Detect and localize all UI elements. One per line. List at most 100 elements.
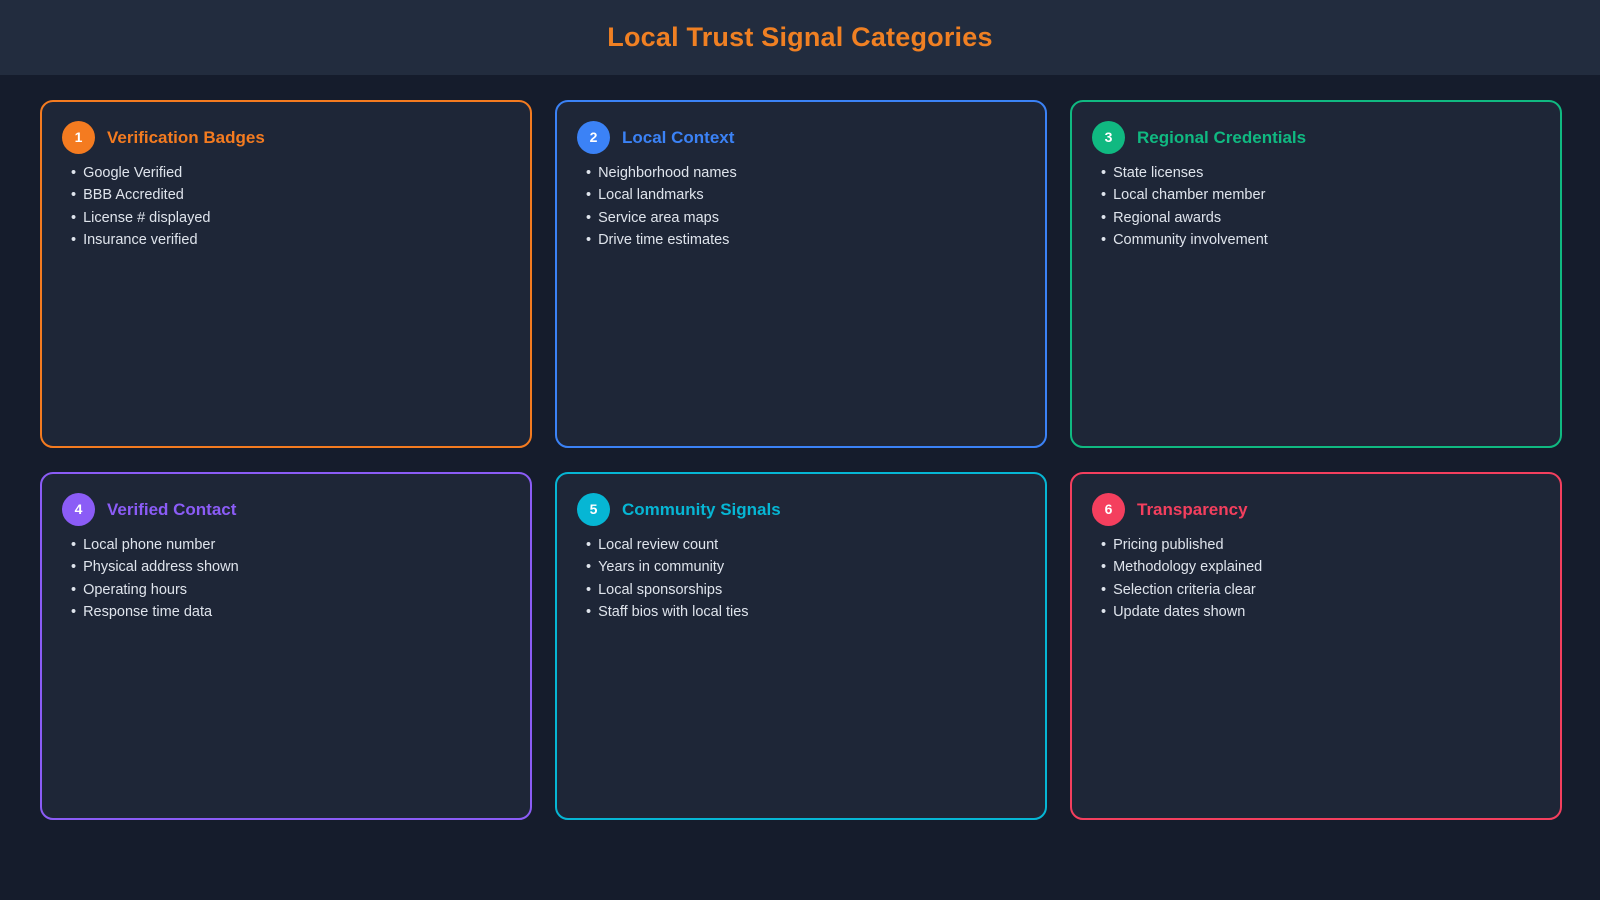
list-item-label: Service area maps bbox=[598, 209, 719, 226]
trust-category-card[interactable]: 2 Local Context • Neighborhood names • Loc… bbox=[555, 100, 1047, 448]
list-item-label: Operating hours bbox=[83, 581, 188, 598]
trust-category-card[interactable]: 5 Community Signals •Local review count … bbox=[555, 472, 1047, 820]
card-header: 5 Community Signals bbox=[577, 492, 1025, 526]
list-item-label: Methodology explained bbox=[1113, 559, 1263, 576]
card-bullet-list: •State licenses •Local chamber member •R… bbox=[1092, 162, 1540, 252]
bullet-dot-icon: • bbox=[1101, 581, 1107, 598]
bullet-dot-icon: • bbox=[1101, 187, 1107, 204]
bullet-dot-icon: • bbox=[1101, 604, 1107, 621]
trust-category-card[interactable]: 6 Transparency • Pricing published • Metho… bbox=[1070, 472, 1562, 820]
card-header: 2 Local Context bbox=[577, 120, 1025, 154]
list-item-label: Local chamber member bbox=[1113, 187, 1266, 204]
list-item: • Service area maps bbox=[586, 207, 1025, 229]
bullet-dot-icon: • bbox=[1101, 537, 1107, 553]
list-item: • Neighborhood names bbox=[586, 162, 1025, 184]
list-item: • Insurance verified bbox=[71, 229, 510, 251]
bullet-dot-icon: • bbox=[586, 559, 592, 576]
bullet-dot-icon: • bbox=[586, 187, 592, 204]
bullet-dot-icon: • bbox=[586, 232, 592, 249]
card-number-badge: 3 bbox=[1092, 120, 1125, 154]
card-number-badge: 6 bbox=[1092, 492, 1125, 526]
list-item: •Regional awards bbox=[1101, 207, 1540, 229]
card-header: 1 Verification Badges bbox=[62, 120, 510, 154]
list-item: • Years in community bbox=[586, 556, 1025, 578]
bullet-dot-icon: • bbox=[586, 537, 592, 553]
list-item: • Drive time estimates bbox=[586, 229, 1025, 251]
list-item: • Staff bios with local ties bbox=[586, 601, 1025, 623]
card-title: Regional Credentials bbox=[1137, 127, 1307, 147]
list-item: • Pricing published bbox=[1101, 534, 1540, 556]
card-title: Community Signals bbox=[622, 499, 781, 519]
bullet-dot-icon: • bbox=[586, 581, 592, 598]
list-item: •Local sponsorships bbox=[586, 579, 1025, 601]
trust-category-card[interactable]: 3 Regional Credentials • State licenses •… bbox=[1070, 100, 1562, 448]
list-item-label: Local landmarks bbox=[598, 187, 704, 204]
list-item-label: Pricing published bbox=[1113, 537, 1224, 553]
card-number-badge: 2 bbox=[577, 120, 610, 154]
bullet-dot-icon: • bbox=[586, 604, 592, 621]
bullet-dot-icon: • bbox=[1101, 165, 1107, 181]
list-item-label: Local review count bbox=[598, 537, 719, 553]
card-header: 3 Regional Credentials bbox=[1092, 120, 1540, 154]
card-bullet-list: •Local review count •Years in community … bbox=[577, 534, 1025, 624]
card-title: Verification Badges bbox=[107, 127, 265, 147]
card-title: Local Context bbox=[622, 127, 735, 147]
card-header: 6 Transparency bbox=[1092, 492, 1540, 526]
header-band: Local Trust Signal Categories bbox=[0, 0, 1600, 75]
list-item-label: Physical address shown bbox=[83, 559, 239, 576]
card-bullet-list: •Local phone number •Physical address sh… bbox=[62, 534, 510, 624]
list-item: • State licenses bbox=[1101, 162, 1540, 184]
card-number-badge: 1 bbox=[62, 120, 95, 154]
list-item: • Community involvement bbox=[1101, 229, 1540, 251]
trust-signal-card-grid: 1 Verification Badges •Google Verified •… bbox=[40, 100, 1562, 820]
bullet-dot-icon: • bbox=[71, 604, 77, 621]
list-item-label: Years in community bbox=[598, 559, 725, 576]
card-title: Transparency bbox=[1137, 499, 1248, 519]
list-item-label: BBB Accredited bbox=[83, 187, 184, 204]
list-item: •Google Verified bbox=[71, 162, 510, 184]
list-item-label: Insurance verified bbox=[83, 232, 198, 249]
list-item: • Methodology explained bbox=[1101, 556, 1540, 578]
list-item-label: Local phone number bbox=[83, 537, 216, 553]
list-item-label: Selection criteria clear bbox=[1113, 581, 1256, 598]
page-title: Local Trust Signal Categories bbox=[607, 22, 993, 52]
bullet-dot-icon: • bbox=[1101, 232, 1107, 249]
list-item: • Local review count bbox=[586, 534, 1025, 556]
list-item-label: State licenses bbox=[1113, 165, 1204, 181]
bullet-dot-icon: • bbox=[71, 581, 77, 598]
bullet-dot-icon: • bbox=[586, 165, 592, 181]
list-item: • Update dates shown bbox=[1101, 601, 1540, 623]
list-item-label: Neighborhood names bbox=[598, 165, 737, 181]
bullet-dot-icon: • bbox=[71, 232, 77, 249]
bullet-dot-icon: • bbox=[71, 209, 77, 226]
bullet-dot-icon: • bbox=[71, 559, 77, 576]
list-item-label: License # displayed bbox=[83, 209, 211, 226]
bullet-dot-icon: • bbox=[71, 165, 77, 181]
bullet-dot-icon: • bbox=[71, 187, 77, 204]
card-title: Verified Contact bbox=[107, 499, 237, 519]
trust-category-card[interactable]: 4 Verified Contact •Local phone number •… bbox=[40, 472, 532, 820]
list-item: • Local landmarks bbox=[586, 184, 1025, 206]
list-item: •Local phone number bbox=[71, 534, 510, 556]
card-number-badge: 4 bbox=[62, 492, 95, 526]
list-item: • Local chamber member bbox=[1101, 184, 1540, 206]
card-bullet-list: • Pricing published • Methodology explaine… bbox=[1092, 534, 1540, 624]
list-item: • License # displayed bbox=[71, 207, 510, 229]
list-item: • Operating hours bbox=[71, 579, 510, 601]
list-item-label: Regional awards bbox=[1113, 209, 1222, 226]
list-item: • Selection criteria clear bbox=[1101, 579, 1540, 601]
list-item-label: Drive time estimates bbox=[598, 232, 730, 249]
bullet-dot-icon: • bbox=[586, 209, 592, 226]
card-bullet-list: •Google Verified • BBB Accredited • Licens… bbox=[62, 162, 510, 252]
card-header: 4 Verified Contact bbox=[62, 492, 510, 526]
list-item-label: Response time data bbox=[83, 604, 213, 621]
card-number-badge: 5 bbox=[577, 492, 610, 526]
trust-category-card[interactable]: 1 Verification Badges •Google Verified •… bbox=[40, 100, 532, 448]
list-item: • BBB Accredited bbox=[71, 184, 510, 206]
list-item-label: Update dates shown bbox=[1113, 604, 1246, 621]
card-bullet-list: • Neighborhood names • Local landmarks • Se… bbox=[577, 162, 1025, 252]
bullet-dot-icon: • bbox=[1101, 559, 1107, 576]
list-item-label: Staff bios with local ties bbox=[598, 604, 749, 621]
list-item-label: Community involvement bbox=[1113, 232, 1268, 249]
